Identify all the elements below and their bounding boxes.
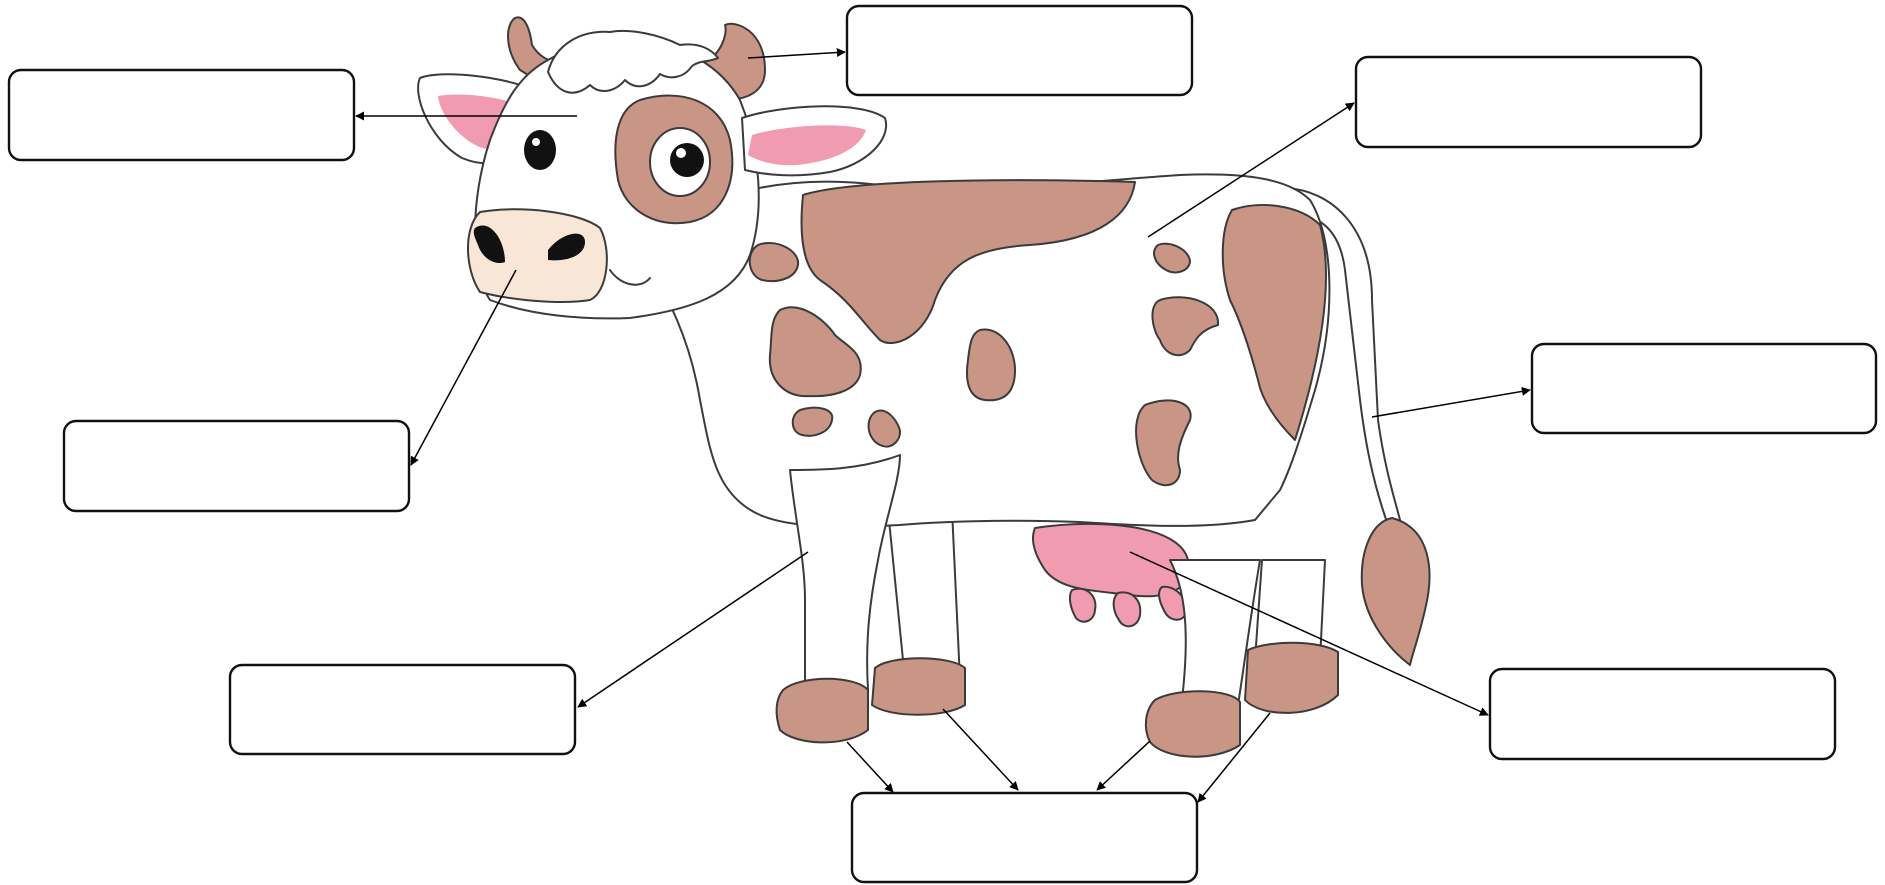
cow-head — [417, 16, 888, 320]
arrow-hoof-1 — [846, 741, 894, 793]
label-box-hooves[interactable] — [850, 791, 1199, 884]
arrow-tail — [1371, 386, 1531, 418]
arrow-hoof-3 — [1096, 740, 1151, 791]
label-box-udder[interactable] — [1488, 667, 1837, 761]
label-box-leg[interactable] — [228, 663, 577, 756]
left-eye — [524, 130, 556, 170]
tail-tuft — [1360, 517, 1431, 666]
cow-far-legs — [871, 509, 1339, 716]
arrow-leg — [577, 551, 809, 708]
arrow-udder — [1129, 551, 1489, 716]
cow-spots — [748, 179, 1327, 487]
cow-near-legs — [775, 454, 1261, 758]
arrow-nose — [410, 269, 517, 466]
forelock — [547, 29, 719, 94]
arrow-hoof-2 — [942, 708, 1019, 791]
arrow-back — [1147, 102, 1355, 238]
muzzle — [467, 208, 608, 304]
label-box-head[interactable] — [7, 68, 356, 162]
pointer-arrows — [355, 48, 1531, 803]
cow-illustration — [417, 16, 1431, 758]
label-box-horn[interactable] — [845, 4, 1194, 97]
label-box-nose[interactable] — [62, 419, 411, 513]
arrow-horn — [747, 48, 846, 59]
cow-tail — [1284, 187, 1431, 666]
label-box-tail[interactable] — [1530, 342, 1878, 435]
arrow-hoof-4 — [1197, 712, 1271, 803]
label-boxes — [7, 4, 1878, 884]
label-box-back[interactable] — [1354, 55, 1703, 149]
cow-udder — [1032, 522, 1191, 628]
